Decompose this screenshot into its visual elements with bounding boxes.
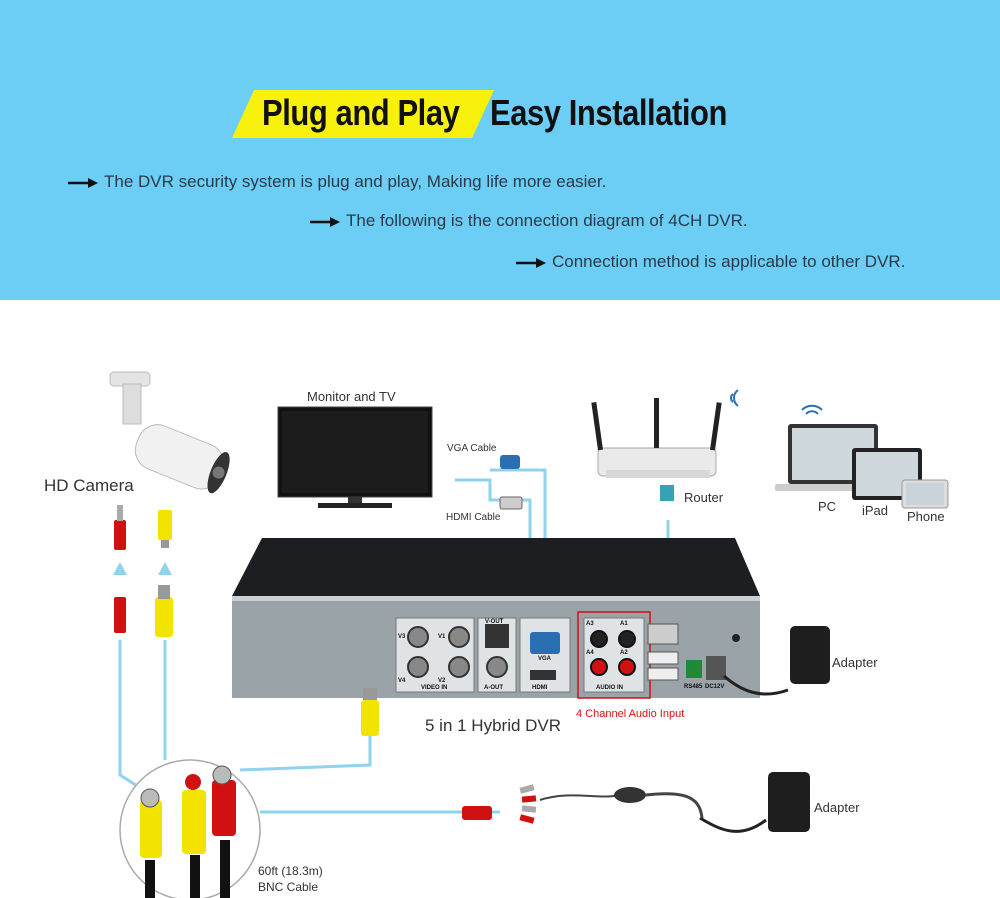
audio-input-label: 4 Channel Audio Input <box>576 708 685 720</box>
ipad-label: iPad <box>862 503 889 518</box>
port-a2: A2 <box>620 650 628 656</box>
note-1-text: The DVR security system is plug and play… <box>104 172 607 191</box>
port-a3: A3 <box>586 621 594 627</box>
port-v2: V2 <box>438 678 446 684</box>
arrow-up-icon <box>113 562 127 575</box>
wifi-icon <box>801 404 823 415</box>
arrow-right-icon <box>310 216 340 227</box>
pc-label: PC <box>818 499 837 514</box>
port-vout: V-OUT <box>485 619 504 625</box>
ipad-icon <box>852 448 922 500</box>
port-audio-in: AUDIO IN <box>596 685 623 691</box>
wifi-icon <box>730 389 739 407</box>
phone-icon <box>901 479 949 509</box>
note-3-text: Connection method is applicable to other… <box>552 252 906 271</box>
port-v3: V3 <box>398 634 406 640</box>
arrow-right-icon <box>516 257 546 268</box>
dvr-label: 5 in 1 Hybrid DVR <box>425 716 562 735</box>
port-a4: A4 <box>586 650 594 656</box>
hd-camera-icon <box>109 371 230 494</box>
vga-plug-icon <box>500 455 520 469</box>
bnc-length-label: 60ft (18.3m) <box>258 864 323 878</box>
arrow-right-icon <box>68 177 98 188</box>
adapter-bottom-label: Adapter <box>814 800 860 815</box>
yellow-plug <box>158 510 172 540</box>
arrow-up-icon <box>158 562 172 575</box>
monitor-icon <box>277 406 433 508</box>
hdmi-plug-icon <box>499 496 523 510</box>
bnc-cable-closeup <box>119 759 261 898</box>
note-3: Connection method is applicable to other… <box>516 252 905 272</box>
note-2: The following is the connection diagram … <box>310 211 748 231</box>
hdmi-cable-label: HDMI Cable <box>446 512 501 523</box>
port-v4: V4 <box>398 678 406 684</box>
port-a1: A1 <box>620 621 628 627</box>
port-video-in: VIDEO IN <box>421 685 448 691</box>
dvr-unit <box>232 538 760 699</box>
monitor-label: Monitor and TV <box>307 389 396 404</box>
audio-splitter-cable <box>462 784 704 824</box>
port-hdmi: HDMI <box>532 685 548 691</box>
router-label: Router <box>684 490 724 505</box>
port-vga: VGA <box>538 656 552 662</box>
headline-part1: Plug and Play <box>262 92 460 133</box>
power-adapter-icon <box>699 772 810 833</box>
header-banner <box>0 0 1000 300</box>
adapter-top-label: Adapter <box>832 655 878 670</box>
note-1: The DVR security system is plug and play… <box>68 172 606 192</box>
headline-part2: Easy Installation <box>490 92 728 133</box>
port-v1: V1 <box>438 634 446 640</box>
hd-camera-label: HD Camera <box>44 476 134 495</box>
bnc-cable-label: BNC Cable <box>258 880 319 894</box>
red-plug <box>114 520 126 550</box>
router-icon <box>591 398 722 501</box>
note-2-text: The following is the connection diagram … <box>346 211 748 230</box>
vga-cable-label: VGA Cable <box>447 443 497 454</box>
port-aout: A-OUT <box>484 685 503 691</box>
port-dc12v: DC12V <box>705 684 725 690</box>
phone-label: Phone <box>907 509 945 524</box>
port-rs485: RS485 <box>684 684 703 690</box>
power-adapter-icon <box>723 626 830 696</box>
headline-highlight <box>232 90 494 138</box>
